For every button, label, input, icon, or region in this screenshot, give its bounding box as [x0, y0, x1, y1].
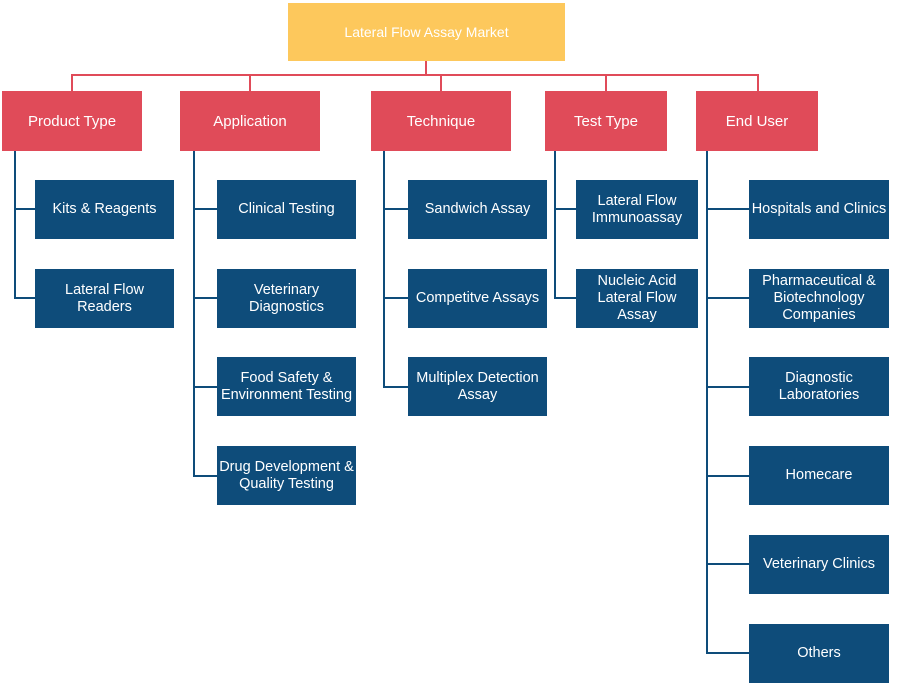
category-connector: [249, 74, 251, 91]
branch-tick: [383, 386, 408, 388]
branch-tick: [383, 208, 408, 210]
category-test-type: Test Type: [545, 91, 667, 151]
category-application: Application: [180, 91, 320, 151]
branch-tick: [706, 386, 749, 388]
leaf-food-safety: Food Safety & Environment Testing: [217, 357, 356, 416]
branch-spine: [554, 151, 556, 299]
branch-tick: [554, 297, 576, 299]
branch-tick: [193, 386, 217, 388]
branch-spine: [193, 151, 195, 477]
branch-tick: [383, 297, 408, 299]
category-product-type: Product Type: [2, 91, 142, 151]
leaf-hospitals-clinics: Hospitals and Clinics: [749, 180, 889, 239]
branch-tick: [706, 297, 749, 299]
root-node: Lateral Flow Assay Market: [288, 3, 565, 61]
branch-tick: [193, 208, 217, 210]
branch-tick: [193, 475, 217, 477]
branch-tick: [14, 208, 35, 210]
leaf-competitive-assays: Competitve Assays: [408, 269, 547, 328]
branch-spine: [706, 151, 708, 654]
leaf-homecare: Homecare: [749, 446, 889, 505]
leaf-sandwich-assay: Sandwich Assay: [408, 180, 547, 239]
category-end-user: End User: [696, 91, 818, 151]
root-connector: [425, 61, 427, 75]
branch-tick: [193, 297, 217, 299]
leaf-clinical-testing: Clinical Testing: [217, 180, 356, 239]
leaf-lateral-flow-readers: Lateral Flow Readers: [35, 269, 174, 328]
branch-spine: [383, 151, 385, 388]
leaf-veterinary-clinics: Veterinary Clinics: [749, 535, 889, 594]
branch-tick: [706, 652, 749, 654]
category-connector: [757, 74, 759, 91]
branch-tick: [706, 475, 749, 477]
category-connector: [440, 74, 442, 91]
branch-tick: [706, 208, 749, 210]
leaf-drug-development: Drug Development & Quality Testing: [217, 446, 356, 505]
category-bus-line: [71, 74, 759, 76]
leaf-diagnostic-laboratories: Diagnostic Laboratories: [749, 357, 889, 416]
leaf-veterinary-diagnostics: Veterinary Diagnostics: [217, 269, 356, 328]
category-connector: [71, 74, 73, 91]
branch-tick: [14, 297, 35, 299]
category-connector: [605, 74, 607, 91]
leaf-multiplex-detection: Multiplex Detection Assay: [408, 357, 547, 416]
leaf-others: Others: [749, 624, 889, 683]
branch-tick: [706, 563, 749, 565]
leaf-nucleic-acid: Nucleic Acid Lateral Flow Assay: [576, 269, 698, 328]
branch-tick: [554, 208, 576, 210]
branch-spine: [14, 151, 16, 299]
category-technique: Technique: [371, 91, 511, 151]
leaf-pharmaceutical-biotech: Pharmaceutical & Biotechnology Companies: [749, 269, 889, 328]
leaf-kits-reagents: Kits & Reagents: [35, 180, 174, 239]
leaf-lateral-flow-immunoassay: Lateral Flow Immunoassay: [576, 180, 698, 239]
